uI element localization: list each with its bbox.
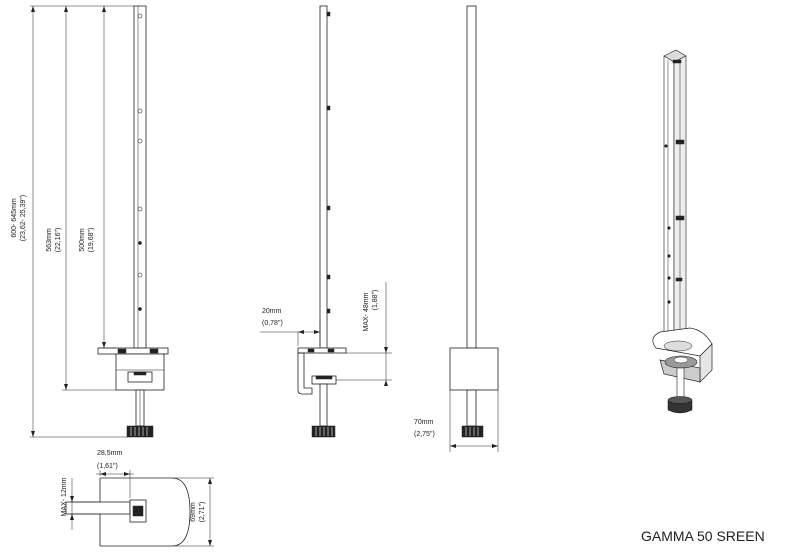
clamp-width-inch: (2,75") (414, 431, 435, 438)
narrow-pole (466, 5, 477, 349)
top-view: 28,5mm (1,61") MAX- 12mm 69mm (2,71") (61, 450, 214, 547)
clamp-range-inch: (1,88") (372, 290, 379, 311)
clamp-width-mm: 70mm (414, 419, 434, 426)
isometric-view (652, 49, 713, 414)
iso-pole-left (663, 55, 675, 341)
clamp-knob (126, 425, 154, 438)
dim-clamp-width: 70mm (2,75") (414, 390, 499, 452)
top-max-mm: MAX- 12mm (61, 477, 68, 516)
dim-top-max: MAX- 12mm (61, 477, 100, 530)
side-clamp-body (297, 352, 313, 395)
front-view: 600- 645mm (23,62- 25,39") 563mm (22,16"… (11, 5, 169, 438)
product-title: GAMMA 50 SREEN (641, 528, 765, 544)
dim-top-depth: 69mm (2,71") (172, 477, 214, 547)
narrow-screw (466, 389, 477, 427)
narrow-knob (461, 425, 484, 438)
pole-height-mm: 500mm (79, 228, 86, 252)
pole (133, 5, 147, 349)
side-clamp-plate (297, 347, 347, 354)
offset-mm: 20mm (262, 308, 282, 315)
top-width-inch: (1,61") (97, 463, 118, 470)
dim-pole-height: 500mm (19,68") (79, 6, 116, 349)
narrow-clamp-body (449, 347, 499, 391)
top-depth-inch: (2,71") (199, 502, 206, 523)
top-rail (65, 501, 131, 515)
front-narrow-view: 70mm (2,75") (414, 5, 499, 452)
dim-total-height: 600- 645mm (23,62- 25,39") (11, 5, 134, 438)
top-depth-mm: 69mm (190, 502, 197, 522)
offset-inch: (0,78") (262, 320, 283, 327)
clamp-range-mm: MAX- 48mm (363, 292, 370, 331)
side-knob (311, 425, 336, 438)
dim-clamp-range: MAX- 48mm (1,88") (336, 282, 392, 386)
side-view: 20mm (0,78") MAX- 48mm (1,88") (260, 5, 392, 438)
rail-height-mm: 563mm (46, 228, 53, 252)
dim-offset: 20mm (0,78") (260, 308, 321, 346)
top-width-mm: 28,5mm (97, 450, 122, 457)
pole-holes (137, 13, 143, 311)
total-height-inch: (23,62- 25,39") (20, 195, 27, 241)
dim-top-width: 28,5mm (1,61") (96, 450, 134, 498)
top-clamp-outline (100, 477, 191, 547)
pole-height-inch: (19,68") (88, 228, 95, 253)
side-screw (319, 383, 328, 427)
total-height-mm: 600- 645mm (11, 198, 18, 237)
dim-rail-height: 563mm (22,16") (46, 6, 116, 391)
side-tabs (326, 11, 331, 314)
rail-height-inch: (22,16") (55, 228, 62, 253)
side-pole (319, 5, 328, 349)
